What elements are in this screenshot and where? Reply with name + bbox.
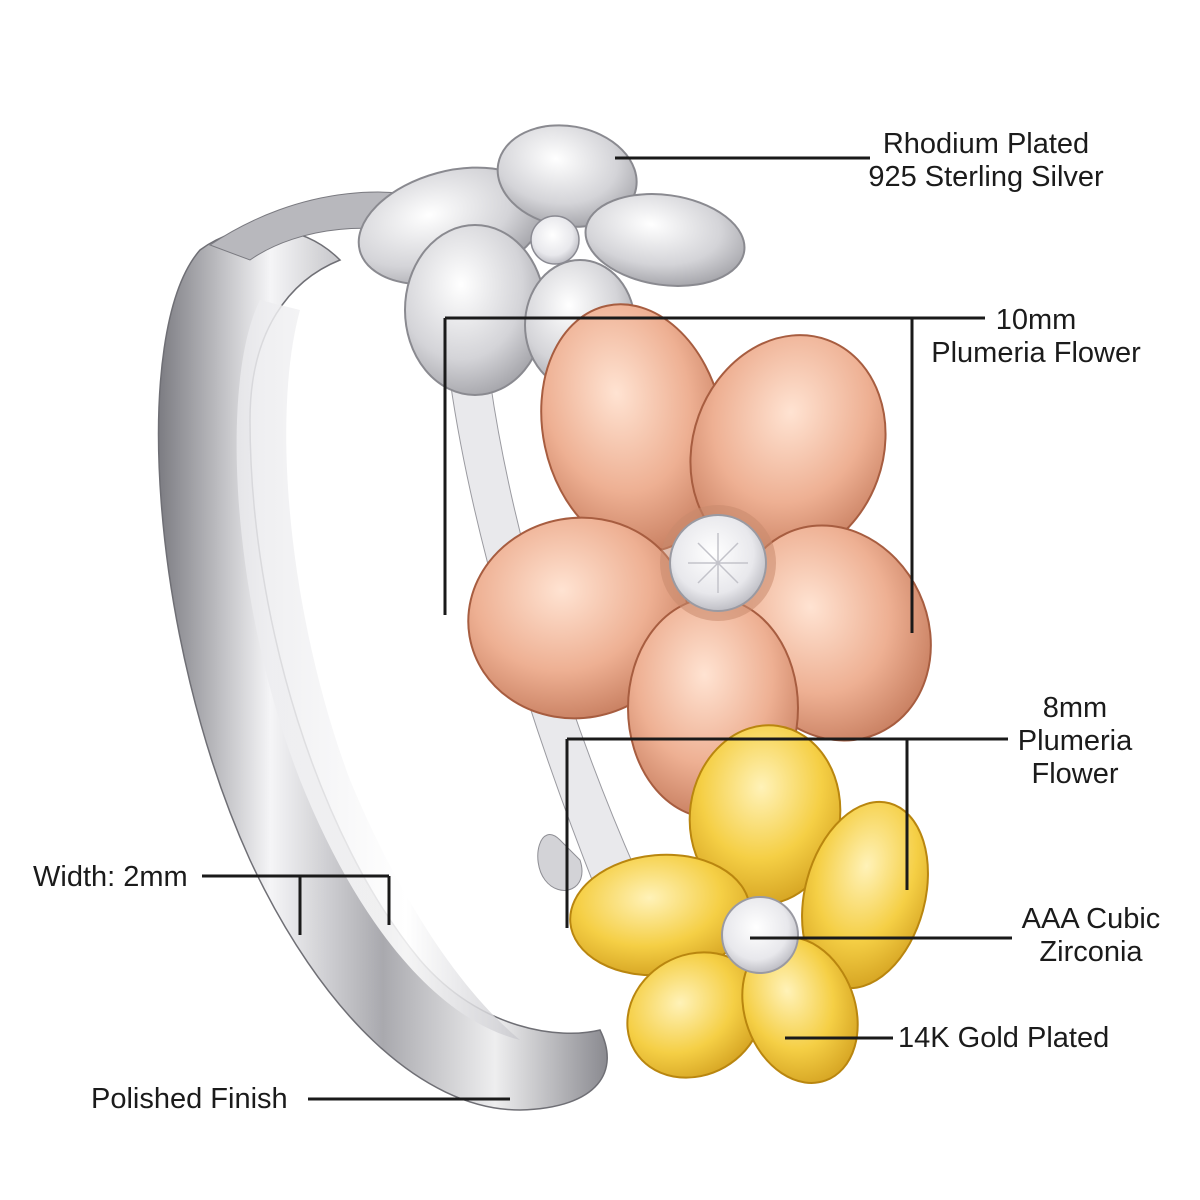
flower-8mm-label: 8mm Plumeria Flower <box>1017 692 1133 790</box>
gold-plumeria-flower-icon <box>569 724 929 1084</box>
rose-gold-plumeria-flower-icon <box>467 303 932 819</box>
rhodium-plated-label: Rhodium Plated 925 Sterling Silver <box>868 128 1104 193</box>
cubic-zirconia-label: AAA Cubic Zirconia <box>1021 903 1161 968</box>
cubic-zirconia-icon <box>721 896 799 974</box>
polished-finish-label: Polished Finish <box>91 1083 288 1115</box>
flower-10mm-label: 10mm Plumeria Flower <box>931 304 1141 369</box>
width-label: Width: 2mm <box>33 861 188 893</box>
gold-plated-label: 14K Gold Plated <box>898 1022 1110 1054</box>
leader-lines <box>202 156 1012 1101</box>
cubic-zirconia-icon <box>530 215 580 265</box>
